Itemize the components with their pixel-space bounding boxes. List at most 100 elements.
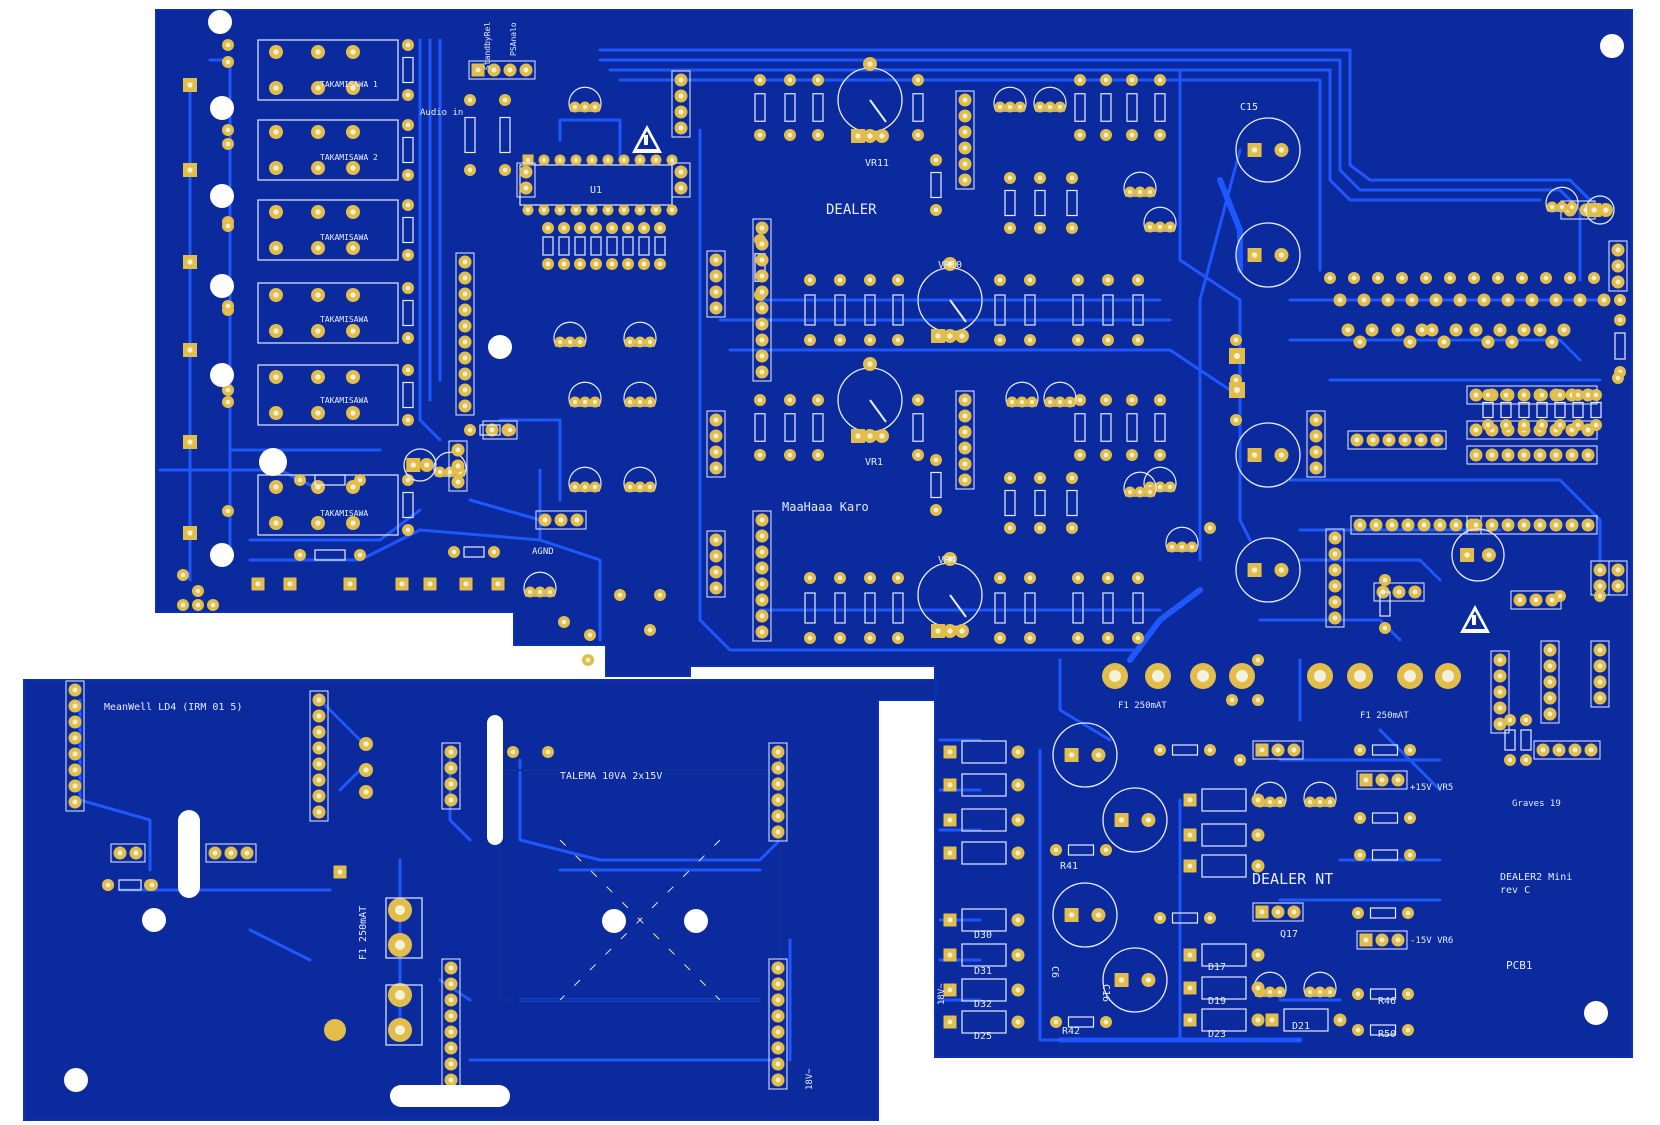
pad-drill: [315, 49, 321, 55]
pad-drill: [72, 687, 78, 693]
mounting-hole: [210, 543, 234, 567]
pad-drill: [585, 657, 591, 663]
pad-drill: [637, 339, 643, 345]
pad-drill: [316, 761, 322, 767]
resistor-body: [930, 471, 942, 499]
pad-drill: [1147, 489, 1153, 495]
pad-drill: [399, 581, 405, 587]
large-pad-drill: [1314, 670, 1326, 682]
pad-drill: [1157, 484, 1163, 490]
pad-drill: [1009, 399, 1015, 405]
pad-drill: [405, 122, 411, 128]
pad-drill: [1135, 277, 1141, 283]
header-outline: [706, 410, 726, 478]
pad-drill: [1509, 339, 1515, 345]
pad-drill: [678, 77, 684, 83]
pad-drill: [1313, 449, 1319, 455]
pad-drill: [1103, 847, 1109, 853]
copper-trace: [1288, 338, 1582, 362]
pad-drill: [915, 132, 921, 138]
pad-drill: [855, 433, 861, 439]
pad-drill: [1559, 204, 1565, 210]
resistor-body: [1536, 401, 1548, 419]
pad-drill: [1307, 989, 1313, 995]
pad-drill: [1167, 484, 1173, 490]
pad-drill: [1095, 912, 1102, 918]
d32-label: D32: [974, 999, 992, 1010]
header-outline: [671, 70, 691, 138]
pad-drill: [1603, 207, 1609, 213]
pad-drill: [1370, 437, 1376, 443]
pad-drill: [757, 77, 763, 83]
pad-drill: [1505, 297, 1511, 303]
pad-drill: [1255, 985, 1261, 991]
pad-drill: [1489, 522, 1495, 528]
pad-drill: [1127, 489, 1133, 495]
pad-drill: [1157, 132, 1163, 138]
pad-drill: [350, 484, 356, 490]
pad-drill: [759, 305, 765, 311]
pad-drill: [962, 129, 968, 135]
pad-drill: [1407, 852, 1413, 858]
pad-drill: [962, 397, 968, 403]
pad-drill: [577, 225, 583, 231]
resistor-body: [1132, 592, 1144, 624]
pot-wiper: [869, 399, 887, 423]
pad-drill: [1027, 337, 1033, 343]
pad-drill: [337, 869, 343, 875]
u1-label: U1: [590, 185, 602, 196]
pad-drill: [1317, 989, 1323, 995]
pad-drill: [759, 565, 765, 571]
pad-drill: [1457, 297, 1463, 303]
resistor-body: [1590, 401, 1602, 419]
transformer-board-outline: [23, 679, 937, 1121]
board-slot: [178, 810, 200, 898]
diode-outline: [961, 908, 1007, 932]
resistor-body: [1518, 401, 1530, 419]
pad-drill: [1145, 977, 1152, 983]
r46-label: R46: [1378, 996, 1396, 1007]
pad-drill: [895, 277, 901, 283]
pad-drill: [1047, 104, 1053, 110]
copper-trace: [338, 768, 362, 792]
resistor-body: [1369, 988, 1397, 1000]
fuse-pad-drill: [395, 905, 405, 915]
agnd-label: AGND: [532, 547, 554, 557]
pad-drill: [867, 277, 873, 283]
vr11-label: VR11: [865, 158, 889, 169]
pad-drill: [759, 533, 765, 539]
pad-drill: [1105, 337, 1111, 343]
pad-drill: [1269, 1017, 1275, 1023]
cap-outline: [1102, 947, 1168, 1013]
header-outline: [110, 843, 146, 863]
fuse-pad-drill: [395, 940, 405, 950]
resistor-body: [402, 381, 414, 409]
pad-drill: [350, 209, 356, 215]
pad-drill: [1075, 575, 1081, 581]
pad-drill: [273, 49, 279, 55]
pad-drill: [462, 291, 468, 297]
pad-drill: [1278, 567, 1285, 573]
pad-drill: [1103, 132, 1109, 138]
pad-drill: [1157, 77, 1163, 83]
resistor-body: [1024, 592, 1036, 624]
pad-drill: [593, 225, 599, 231]
pad-drill: [1529, 297, 1535, 303]
pad-drill: [1259, 909, 1265, 915]
pad-drill: [180, 572, 186, 578]
pad-drill: [947, 817, 953, 823]
pad-drill: [462, 323, 468, 329]
pad-drill: [225, 141, 231, 147]
header-outline: [1356, 930, 1408, 950]
pad-drill: [1561, 327, 1567, 333]
pad-drill: [557, 157, 563, 163]
pad-drill: [637, 157, 643, 163]
pad-drill: [1015, 749, 1021, 755]
resistor-body: [1004, 489, 1016, 517]
pad-drill: [491, 549, 497, 555]
header-outline: [955, 90, 975, 190]
pad-drill: [678, 109, 684, 115]
large-pad-drill: [1236, 670, 1248, 682]
pad-drill: [759, 337, 765, 343]
pad-drill: [1507, 757, 1513, 763]
